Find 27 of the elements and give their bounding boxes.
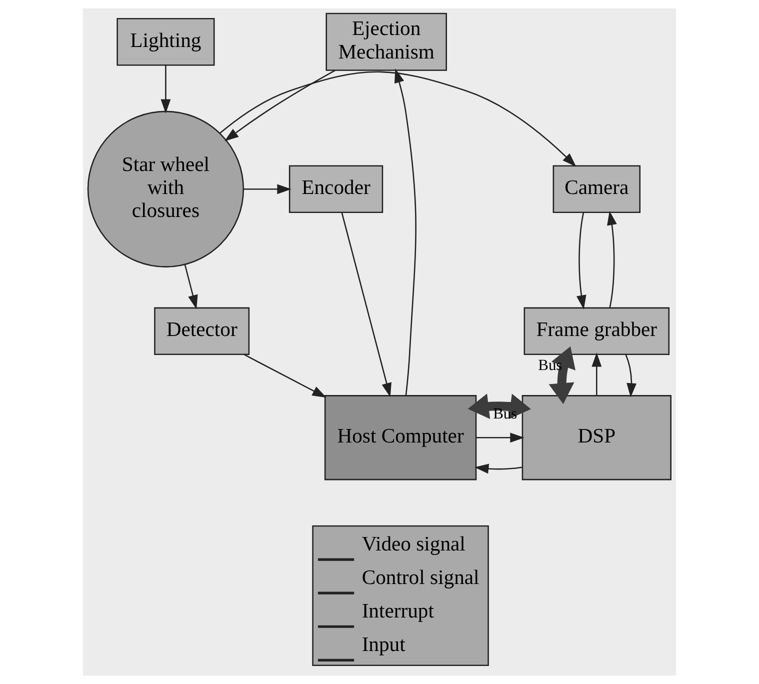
arrow (625, 354, 636, 398)
arrow (220, 71, 576, 167)
arrow (474, 464, 523, 474)
legend-label: Input (362, 634, 406, 656)
arrow (341, 212, 392, 398)
legend-label: Interrupt (362, 600, 434, 622)
node-box: Encoder (288, 165, 384, 213)
arrow (184, 264, 198, 310)
arrow (244, 184, 292, 194)
legend-label: Control signal (362, 566, 480, 589)
node-box: Host Computer (324, 395, 477, 480)
node-box: Lighting (116, 18, 215, 66)
arrow (224, 70, 336, 142)
arrow (592, 352, 602, 396)
arrow (394, 68, 416, 396)
legend-label: Video signal (362, 533, 466, 556)
arrow (160, 65, 171, 114)
node-box: Detector (154, 307, 250, 356)
arrow (476, 432, 524, 443)
node-box: Frame grabber (524, 307, 670, 356)
node-box: Camera (552, 165, 641, 213)
node-box: DSP (522, 395, 672, 480)
arrow (607, 210, 617, 308)
node-circle: Star wheel with closures (87, 110, 244, 268)
arrow (244, 354, 326, 398)
node-box: Ejection Mechanism (326, 12, 447, 71)
arrow (576, 212, 586, 310)
